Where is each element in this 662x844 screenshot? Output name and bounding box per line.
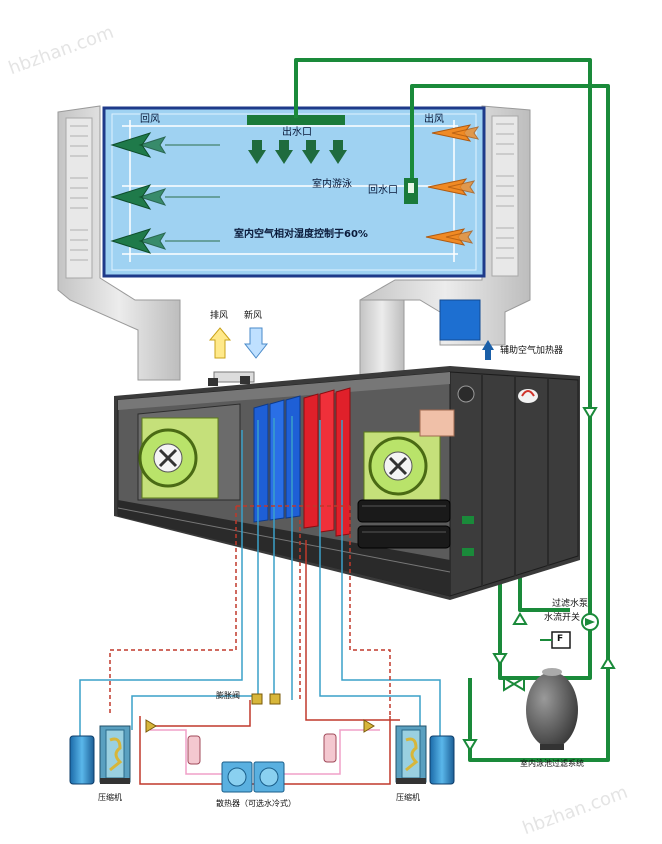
label-exhaust-air: 排风 — [210, 311, 229, 321]
left-fan — [138, 417, 219, 499]
label-compressor-right: 压缩机 — [396, 793, 420, 802]
label-fresh-air: 新风 — [244, 311, 263, 321]
pool — [102, 106, 486, 278]
label-indoor-pool: 室内游泳 — [312, 179, 352, 190]
filter-pump — [581, 613, 599, 631]
label-supply-air: 出风 — [424, 114, 444, 125]
compressor-left-unit — [69, 725, 131, 785]
right-duct — [359, 105, 531, 381]
return-air-arrows — [110, 132, 220, 254]
label-filter-pump: 过滤水泵 — [552, 599, 589, 609]
fresh-air-arrow — [243, 327, 269, 359]
sand-filter-tank — [526, 668, 578, 750]
air-handling-unit — [114, 366, 580, 600]
exhaust-fan-grille — [457, 385, 475, 403]
label-radiator: 散热器（可选水冷式） — [216, 799, 296, 808]
flow-switch-symbol: F — [557, 634, 564, 644]
outlet-down-arrows — [248, 140, 347, 164]
pipe-flow-arrows — [462, 407, 616, 752]
receiver-right — [323, 733, 337, 763]
supply-air-arrows — [425, 124, 480, 246]
left-duct — [57, 105, 181, 381]
flow-switch — [540, 631, 571, 649]
label-pool-filter-system: 室内泳池过滤系统 — [520, 759, 584, 768]
refrigerant-pipes — [79, 416, 441, 785]
aux-heater-arrow — [482, 340, 494, 360]
condenser-coils — [303, 387, 351, 537]
compressor-right-unit — [395, 725, 455, 785]
brand-logo — [518, 389, 538, 403]
label-return-air: 回风 — [140, 114, 160, 125]
water-outlet-bar — [247, 115, 345, 125]
label-water-outlet: 出水口 — [282, 127, 312, 138]
label-water-return: 回水口 — [368, 185, 398, 196]
label-humidity-note: 室内空气相对湿度控制于60% — [234, 229, 368, 240]
expansion-valves — [145, 693, 375, 733]
valve-junction — [503, 676, 525, 692]
label-compressor-left: 压缩机 — [98, 793, 122, 802]
pool-water-heater-coil — [357, 499, 451, 549]
receiver-left — [187, 735, 201, 765]
exhaust-arrow — [208, 327, 232, 359]
label-aux-heater: 辅助空气加热器 — [500, 346, 564, 356]
label-expansion-valve: 膨胀阀 — [216, 691, 240, 700]
evaporator-coils — [253, 395, 301, 523]
radiators — [221, 761, 285, 793]
label-flow-switch: 水流开关 — [544, 613, 581, 623]
